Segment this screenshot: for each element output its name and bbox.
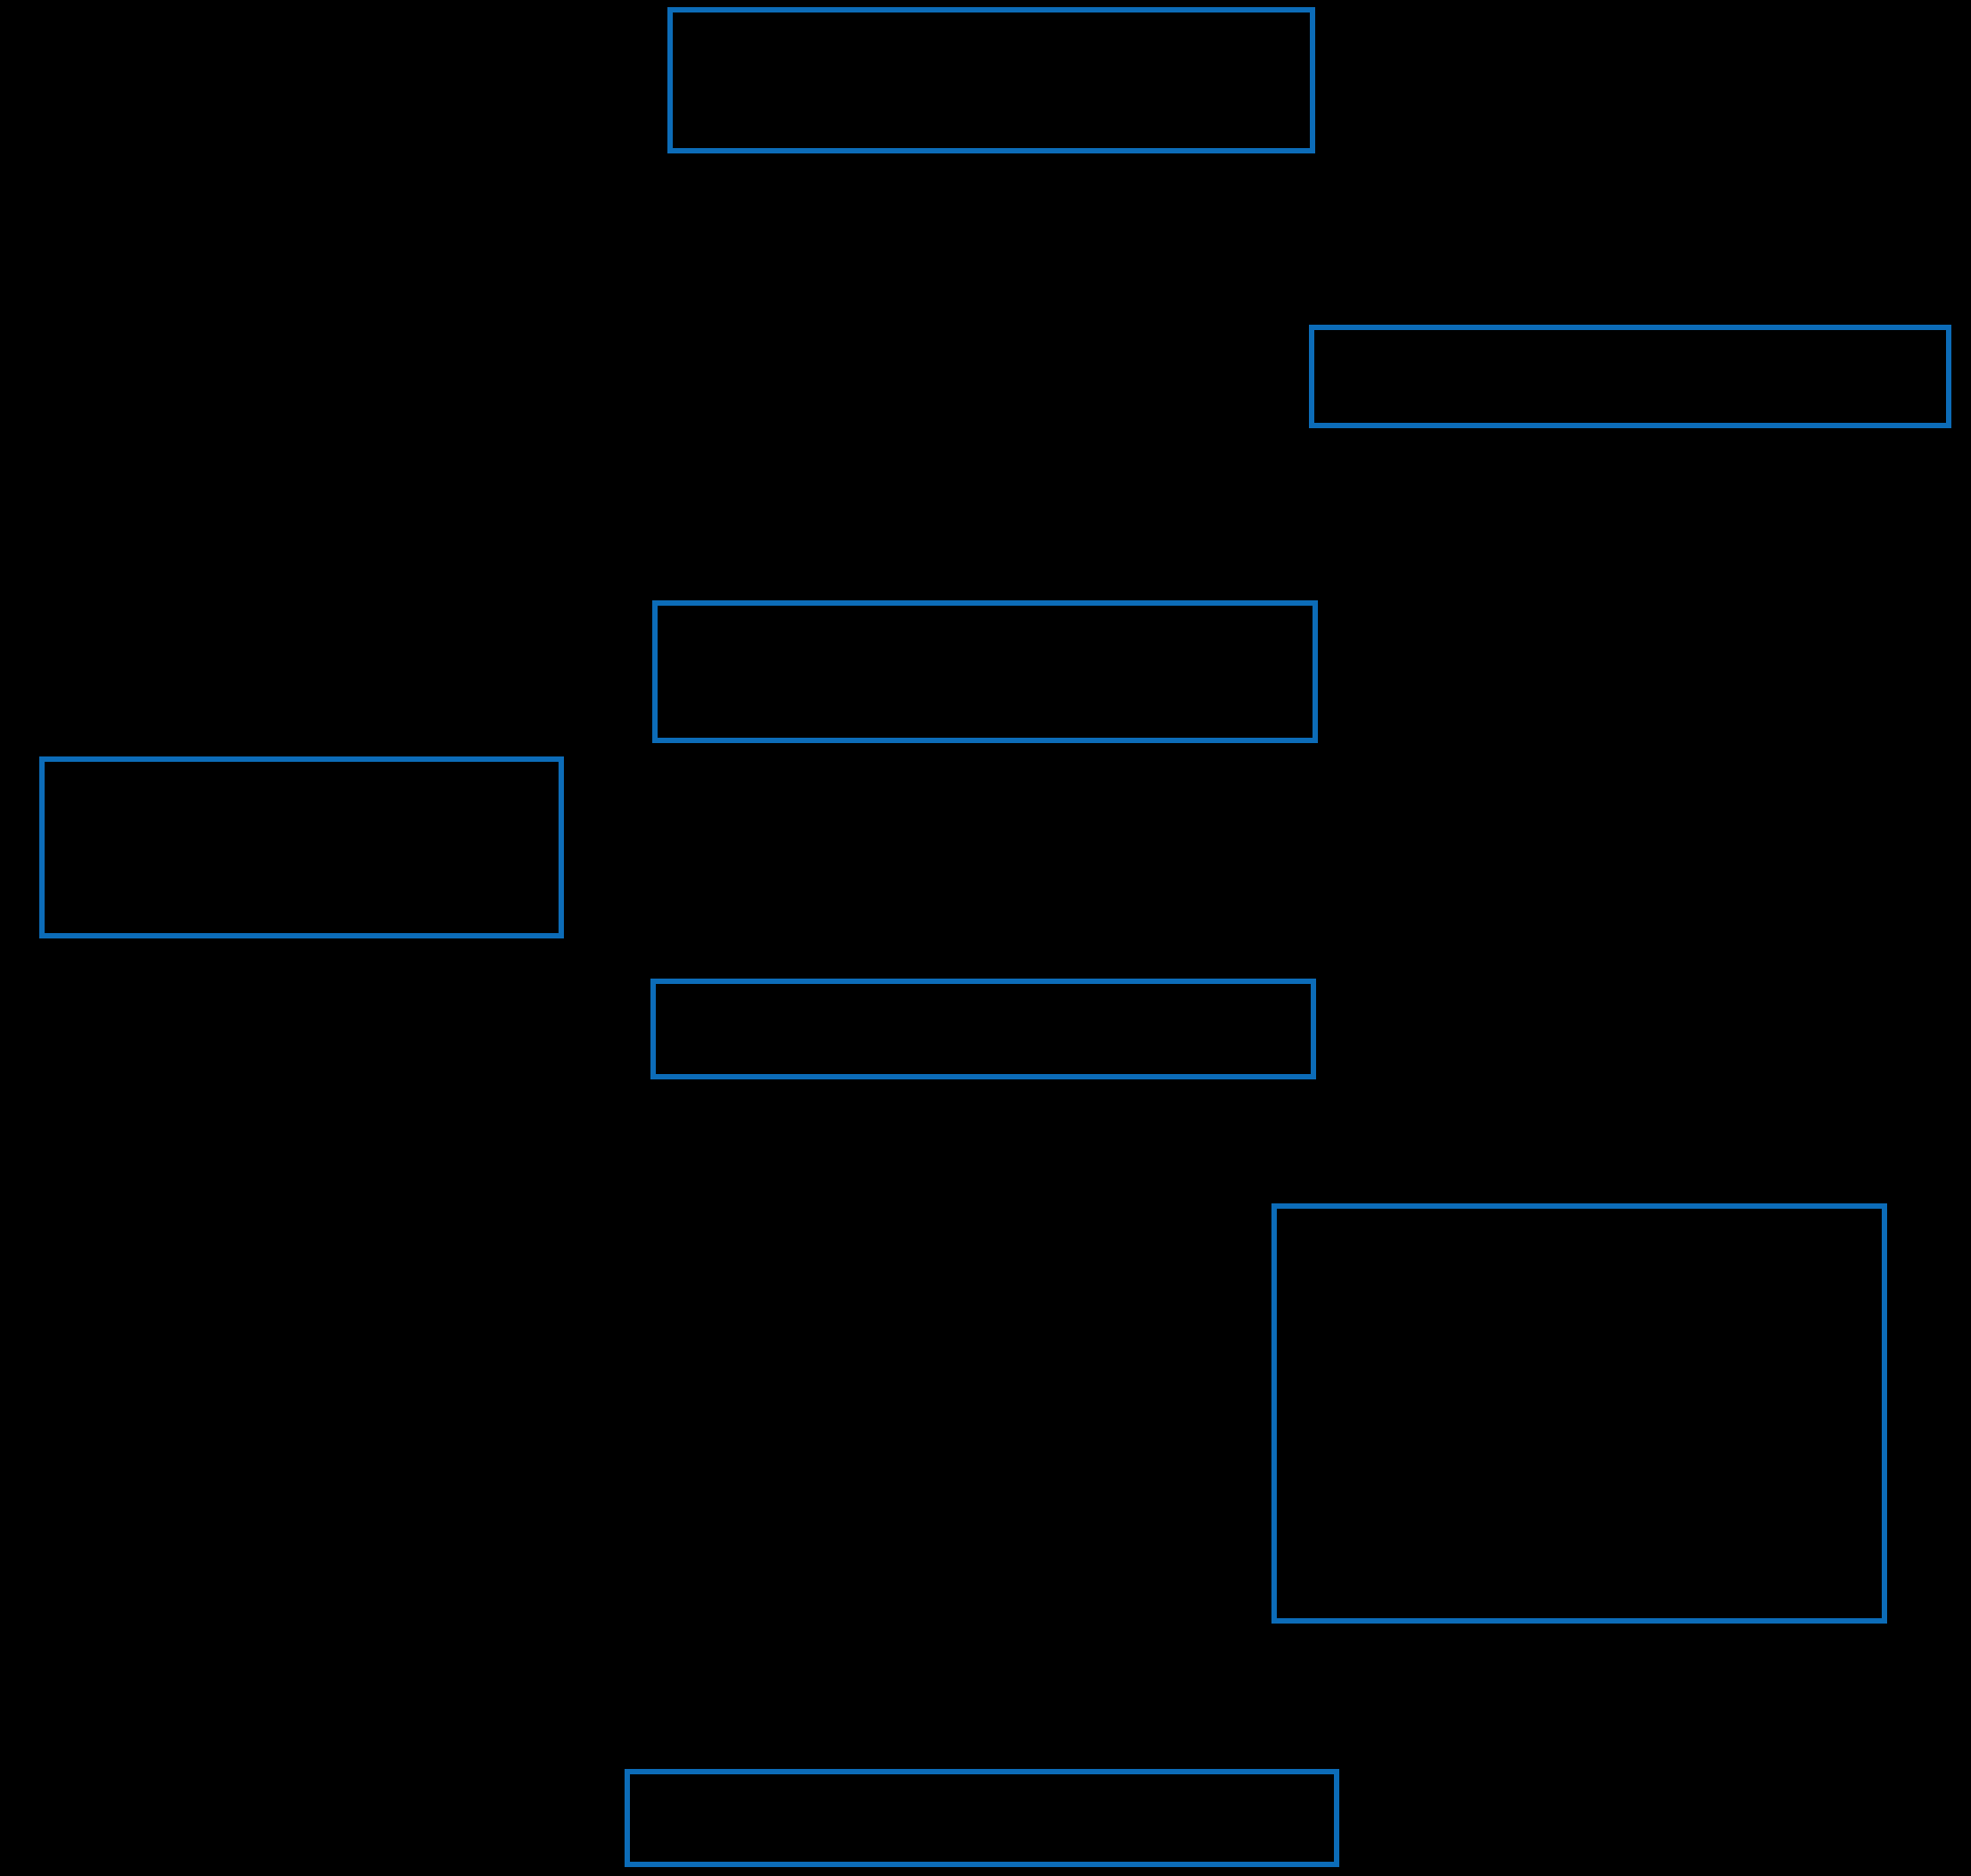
box-lower-right-large[interactable] [1271, 1203, 1887, 1624]
box-top-center[interactable] [667, 7, 1315, 153]
box-middle-left[interactable] [39, 756, 564, 938]
box-center-short[interactable] [650, 979, 1316, 1079]
box-bottom-center[interactable] [625, 1769, 1339, 1867]
box-middle-center[interactable] [652, 600, 1318, 743]
box-upper-right[interactable] [1309, 325, 1951, 428]
